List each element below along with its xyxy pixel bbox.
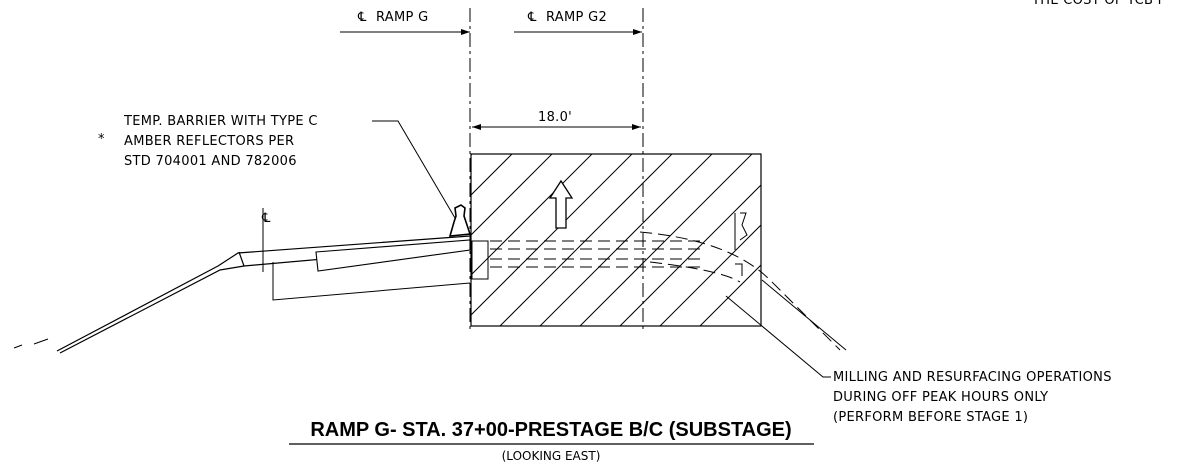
slope-line [761, 279, 847, 351]
dim-arrow-left [472, 124, 481, 130]
ramp-g-centerline-label: ℄ RAMP G [340, 10, 470, 35]
milling-leader [725, 295, 831, 378]
ramp-g2-label: RAMP G2 [546, 10, 607, 25]
slope-break-1 [13, 344, 23, 349]
milling-note: MILLING AND RESURFACING OPERATIONS DURIN… [725, 295, 1112, 425]
title-main: RAMP G- STA. 37+00-PRESTAGE B/C (SUBSTAG… [310, 419, 791, 441]
barrier-note: * TEMP. BARRIER WITH TYPE C AMBER REFLEC… [98, 114, 456, 219]
note-asterisk: * [98, 132, 105, 147]
edge-line [238, 251, 245, 267]
traffic-direction-arrow-icon [548, 179, 574, 229]
barrier-note-line-2: AMBER REFLECTORS PER [124, 134, 294, 149]
dimension-label: 18.0' [538, 110, 572, 125]
barrier-note-line-3: STD 704001 AND 782006 [124, 154, 297, 169]
barrier-leader [372, 120, 456, 219]
existing-roadway: ℄ [13, 208, 471, 354]
pavement-joint [471, 240, 489, 280]
pavement-top [56, 235, 471, 352]
paved-shoulder [315, 239, 471, 272]
milling-note-line-1: MILLING AND RESURFACING OPERATIONS [833, 370, 1112, 385]
title-sub: (LOOKING EAST) [502, 449, 601, 463]
work-zone-outline [470, 153, 762, 327]
slope-break-2 [33, 338, 49, 345]
temporary-barrier-icon [448, 204, 472, 237]
edge-marker-icon [734, 212, 748, 276]
ramp-g2-arrowhead [633, 29, 642, 35]
cl-symbol: ℄ [357, 10, 367, 25]
corner-note: THE COST OF TCB I [1031, 0, 1162, 8]
base-course [272, 262, 471, 301]
width-dimension: 18.0' [472, 110, 641, 130]
hatch-pattern [471, 154, 761, 326]
existing-cl-symbol: ℄ [261, 211, 271, 226]
ramp-g-arrowhead [461, 29, 470, 35]
cl-symbol-g2: ℄ [527, 10, 537, 25]
dim-arrow-right [632, 124, 641, 130]
hatched-work-zone [470, 153, 762, 327]
drawing-title: RAMP G- STA. 37+00-PRESTAGE B/C (SUBSTAG… [289, 419, 814, 463]
barrier-note-line-1: TEMP. BARRIER WITH TYPE C [123, 114, 318, 129]
proposed-pavement-dashed [471, 212, 847, 351]
milling-note-line-2: DURING OFF PEAK HOURS ONLY [833, 390, 1048, 405]
milling-note-line-3: (PERFORM BEFORE STAGE 1) [833, 410, 1028, 425]
ramp-g-label: RAMP G [376, 10, 428, 25]
ramp-g2-centerline-label: ℄ RAMP G2 [514, 10, 642, 35]
pavement-bottom [59, 245, 471, 354]
